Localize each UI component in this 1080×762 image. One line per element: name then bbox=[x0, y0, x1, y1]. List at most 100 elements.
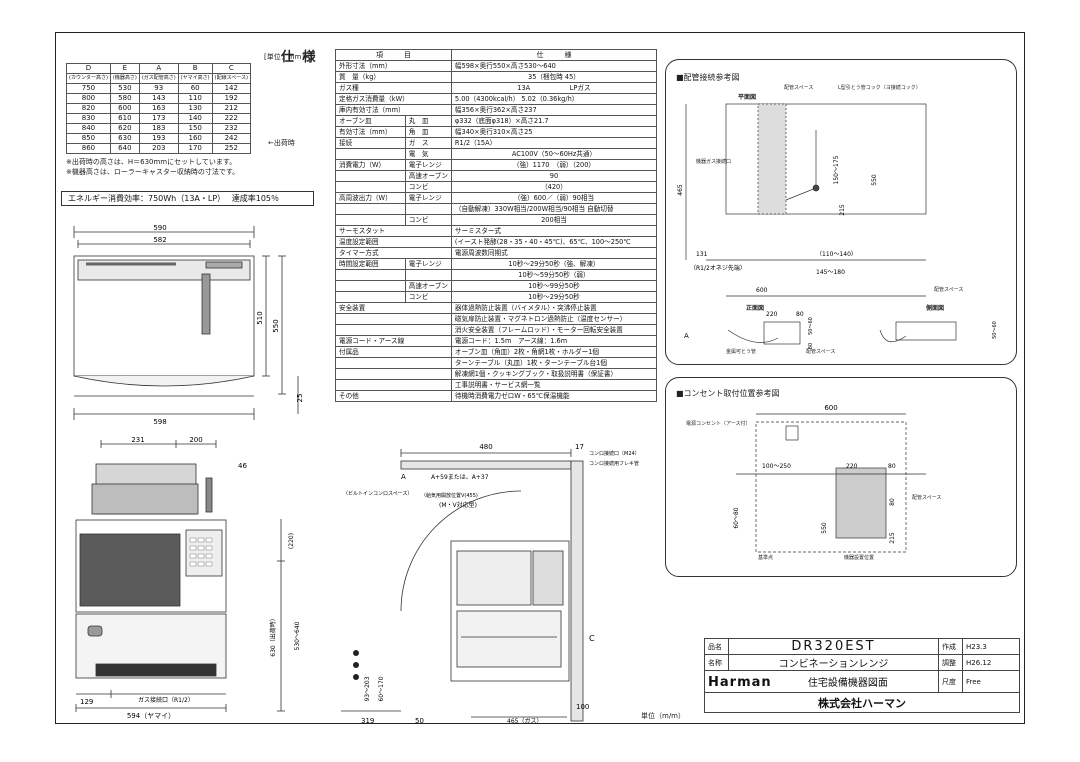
piping-diagram: 465 150～175 550 215 131 （110～140） （R1/2オ… bbox=[677, 103, 998, 349]
dimension-cell: 130 bbox=[177, 103, 213, 114]
drawing-sheet: [単位：mm] D E A B C (カウンター高さ) (機器高さ) (ガス配管… bbox=[55, 32, 1025, 725]
spec-subitem: コンビ bbox=[404, 181, 452, 193]
dimension-cell: 140 bbox=[177, 113, 213, 124]
dimension-cell: 143 bbox=[138, 93, 179, 104]
spec-item: 質 量（kg） bbox=[335, 71, 452, 83]
energy-label: エネルギー消費効率：750Wh（13A・LP） bbox=[68, 194, 226, 203]
front-dim-top-outer: 590 bbox=[153, 224, 166, 232]
spec-row: その他待機時消費電力ゼロW・65℃保温機能 bbox=[335, 390, 658, 402]
spec-value: （強）600／（弱）90相当 bbox=[450, 192, 658, 204]
outlet-install: 機器設置位置 bbox=[844, 555, 875, 561]
dimension-cell: 620 bbox=[109, 123, 140, 134]
piping-dim-80b: 80 bbox=[808, 343, 814, 349]
piping-cock-label: L型引とう管コック（ヨ接続コック） bbox=[838, 85, 921, 91]
spec-value: 幅340×奥行310×高さ25 bbox=[450, 126, 658, 138]
sec-dim-60170: 60～170 bbox=[378, 676, 385, 701]
section-view-drawing: 480 17 コンロ接続口（M24） コンロ接続用フレキ管 A A+59または、… bbox=[269, 443, 640, 725]
dimension-table: D E A B C (カウンター高さ) (機器高さ) (ガス配管高さ) (ヤマイ… bbox=[66, 63, 251, 154]
spec-row: ターンテーブル（丸皿）1枚・ターンテーブル台1個 bbox=[335, 357, 658, 369]
spec-row: 安全装置器体過熱防止装置（バイメタル）・突沸停止装置 bbox=[335, 302, 658, 314]
piping-pipe-space-2: 配管スペース bbox=[806, 349, 836, 355]
spec-item: サーモスタット bbox=[335, 225, 452, 237]
control-buttons bbox=[189, 537, 213, 567]
dimension-cell: 203 bbox=[138, 143, 179, 154]
spec-subitem: 高速オーブン bbox=[404, 170, 452, 182]
dimension-cell: 530 bbox=[109, 83, 140, 94]
piping-dim-5060: 50～60 bbox=[808, 317, 814, 335]
title-block: 品名 DR320EST 作成 H23.3 名称 コンビネーションレンジ 調整 H… bbox=[704, 638, 1020, 713]
spec-subitem: 電子レンジ bbox=[404, 258, 452, 270]
dimension-cell: 183 bbox=[138, 123, 179, 134]
front-dim-height-inner: 510 bbox=[256, 311, 264, 324]
outlet-base: 基準点 bbox=[758, 555, 774, 561]
spec-row: 高周波出力（W）電子レンジ（強）600／（弱）90相当 bbox=[335, 192, 658, 204]
spec-value: 200相当 bbox=[450, 214, 658, 226]
dimension-cell: 640 bbox=[109, 143, 140, 154]
side-dim-129: 129 bbox=[80, 698, 93, 706]
spec-row: 庫内有効寸法（mm）幅356×奥行362×高さ237 bbox=[335, 104, 658, 116]
spec-value: 10秒～29分50秒（強、解凍） bbox=[450, 258, 658, 270]
spec-item: 温度設定範囲 bbox=[335, 236, 452, 248]
spec-subitem: 丸 皿 bbox=[404, 115, 452, 127]
piping-front-label: 正面図 bbox=[746, 305, 765, 312]
col-header-d: D bbox=[66, 63, 111, 74]
title-block-table: 品名 DR320EST 作成 H23.3 名称 コンビネーションレンジ 調整 H… bbox=[704, 638, 1020, 713]
dimension-cell: 93 bbox=[138, 83, 179, 94]
spec-subitem: ガ ス bbox=[404, 137, 452, 149]
spec-item: 電源コード・アース線 bbox=[335, 335, 452, 347]
shipped-label: ←出荷時 bbox=[268, 139, 295, 147]
col-desc-b: (ヤマイ高さ) bbox=[177, 73, 213, 84]
spec-item: 定格ガス消費量（kW） bbox=[335, 93, 452, 105]
tb-revised: H26.12 bbox=[962, 654, 1020, 671]
piping-dim-600: 600 bbox=[756, 287, 768, 294]
col-header-a: A bbox=[138, 63, 179, 74]
dimension-cell: 840 bbox=[66, 123, 111, 134]
dimension-cell: 192 bbox=[211, 93, 251, 104]
spec-item bbox=[335, 203, 406, 215]
outlet-label: 電源コンセント（アース付） bbox=[686, 421, 751, 427]
tb-created-label: 作成 bbox=[938, 638, 963, 655]
spec-value: 工事説明書・サービス網一覧 bbox=[450, 379, 658, 391]
front-dim-bottom: 598 bbox=[153, 418, 166, 426]
spec-subitem bbox=[404, 269, 452, 281]
outlet-dim-600: 600 bbox=[824, 404, 837, 412]
dimension-cell: 830 bbox=[66, 113, 111, 124]
piping-dim-5060b: 50～60 bbox=[992, 321, 998, 339]
dimension-cell: 580 bbox=[109, 93, 140, 104]
spec-subitem: 電子レンジ bbox=[404, 159, 452, 171]
dimension-cell: 170 bbox=[177, 143, 213, 154]
outlet-dim-6080: 60～80 bbox=[733, 507, 740, 528]
piping-flex-pipe: 金属可とう管 bbox=[726, 349, 757, 355]
spec-value: 電源コード：1.5m アース線：1.6m bbox=[450, 335, 658, 347]
front-view-drawing: 590 582 510 550 598 25 bbox=[73, 224, 304, 426]
spec-value: 消火安全装置（フレームロッド）・モーター回転安全装置 bbox=[450, 324, 658, 336]
gas-inlet-label: ガス接続口（R1/2） bbox=[138, 696, 194, 704]
tb-revised-label: 調整 bbox=[938, 654, 963, 671]
spec-value: 磁気扉防止装置・マグネトロン過熱防止（温度センサー） bbox=[450, 313, 658, 325]
piping-dim-145180: 145～180 bbox=[816, 269, 845, 276]
spec-value: 5.00（4300kcal/h） 5.02（0.36kg/h） bbox=[450, 93, 658, 105]
piping-dim-550: 550 bbox=[871, 174, 878, 186]
piping-dim-131: 131 bbox=[696, 251, 708, 258]
sec-dim-465: 465（ガス） bbox=[507, 717, 542, 725]
dimension-cell: 232 bbox=[211, 123, 251, 134]
spec-value: 電源周波数同期式 bbox=[450, 247, 658, 259]
outlet-dim-80: 80 bbox=[888, 463, 896, 470]
spec-item bbox=[335, 291, 406, 303]
spec-subitem: コンビ bbox=[404, 291, 452, 303]
spec-item: その他 bbox=[335, 390, 452, 402]
spec-row: 磁気扉防止装置・マグネトロン過熱防止（温度センサー） bbox=[335, 313, 658, 325]
dimension-cell: 150 bbox=[177, 123, 213, 134]
outlet-dim-220: 220 bbox=[846, 463, 858, 470]
spec-value: 10秒～59分50秒（弱） bbox=[450, 269, 658, 281]
spec-item bbox=[335, 324, 452, 336]
